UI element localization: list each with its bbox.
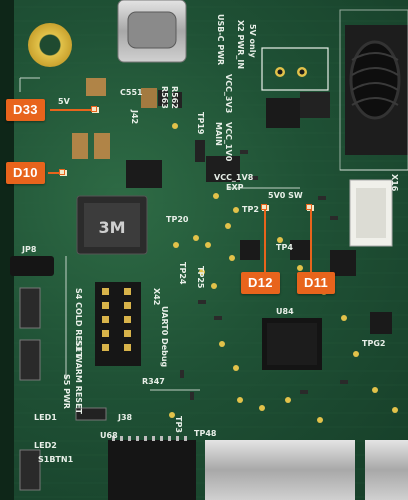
callout-d11: D11 [297, 272, 336, 294]
silk-uart0-debug: UART0 Debug [160, 306, 169, 368]
x2-connector-outline [261, 47, 329, 91]
led-d11-pad [307, 205, 314, 211]
callout-d12: D12 [241, 272, 280, 294]
target-d11 [306, 204, 312, 210]
ic-u68 [108, 440, 196, 500]
silk-u68: U68 [100, 431, 118, 440]
silk-s3-warm-reset: S3 WARM RESET [74, 340, 83, 415]
silk-tp4: TP4 [276, 243, 293, 252]
silk-c551: C551 [120, 88, 143, 97]
led-d33-pad [92, 107, 99, 113]
silk-s4-cold-reset: S4 COLD RESET [74, 288, 83, 358]
silk-tp48: TP48 [194, 429, 217, 438]
header-x42 [95, 282, 141, 366]
silk-vcc-1v0: VCC_1V0 [224, 122, 233, 162]
leader-d33 [50, 109, 92, 111]
target-d10 [59, 169, 65, 175]
target-d33 [91, 106, 97, 112]
leader-d12 [264, 210, 266, 272]
ic-chip [126, 160, 162, 188]
board-edge [0, 0, 14, 500]
silk-s5-pwr: S5 PWR [62, 374, 71, 409]
callout-d10: D10 [6, 162, 45, 184]
silk-r563: R563 [160, 86, 169, 109]
silk-x16: X16 [390, 174, 399, 192]
silk-5v-sw: 5V0 SW [268, 191, 303, 200]
silk-vcc-3v3: VCC_3V3 [224, 74, 233, 113]
silk-exp: EXP [226, 183, 244, 192]
silk-main: MAIN [214, 122, 223, 146]
callout-d33: D33 [6, 99, 45, 121]
capacitor [86, 78, 106, 96]
jumper-jp8 [10, 256, 54, 276]
silk-u84: U84 [276, 307, 294, 316]
leader-d11 [310, 210, 312, 272]
silk-led1: LED1 [34, 413, 57, 422]
silk-s1btn1: S1BTN1 [38, 455, 74, 464]
led-d12-pad [262, 205, 269, 211]
led-d10-pad [60, 170, 67, 176]
silk-r562: R562 [170, 86, 179, 109]
target-d12 [261, 204, 267, 210]
silk-tp24: TP24 [178, 262, 187, 285]
silk-usb-c-pwr: USB-C PWR [216, 14, 225, 65]
silk-tp20: TP20 [166, 215, 189, 224]
silk-vcc-1v8: VCC_1V8 [214, 173, 254, 182]
silk-x42: X42 [152, 288, 161, 305]
silk-5v: 5V [58, 97, 71, 106]
silk-5v-only: 5V only [248, 24, 257, 58]
silk-jp8: JP8 [21, 245, 37, 254]
mounting-hole [28, 23, 72, 67]
silk-tpg2: TPG2 [362, 339, 385, 348]
silk-tp3: TP3 [174, 416, 183, 433]
silk-r347: R347 [142, 377, 165, 386]
leader-d10 [48, 172, 60, 174]
silk-led2: LED2 [34, 441, 57, 450]
silk-tp2: TP2 [242, 205, 259, 214]
svg-text:3M: 3M [98, 218, 125, 237]
silk-j38: J38 [117, 413, 133, 422]
rj45-connector [205, 440, 355, 500]
silk-j42: J42 [130, 109, 139, 124]
silk-tp19: TP19 [196, 112, 205, 135]
silk-x2-pwr-in: X2 PWR_IN [236, 20, 245, 69]
silk-tp25: TP25 [196, 266, 205, 289]
